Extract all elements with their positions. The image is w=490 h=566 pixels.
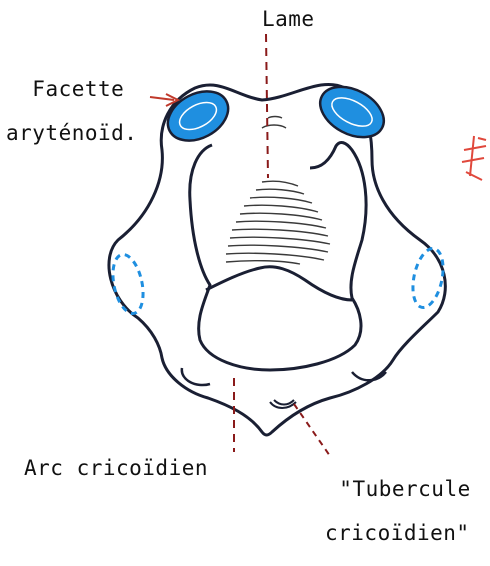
- left-lower-notch: [182, 368, 210, 385]
- label-tubercule-cricoidien: "Tubercule cricoïdien": [313, 456, 471, 566]
- left-thyroid-facet: [108, 252, 148, 317]
- label-facette-line2: aryténoïd.: [6, 122, 137, 144]
- red-handwritten-mark: [462, 136, 486, 180]
- cricoid-outer-outline: [109, 84, 445, 435]
- label-tubercule-line2: cricoïdien": [313, 522, 471, 544]
- right-arytenoid-facet: [312, 77, 393, 148]
- lumen-lower-arch: [206, 267, 352, 300]
- label-tubercule-line1: "Tubercule: [339, 477, 470, 501]
- lame-leader-line: [266, 34, 268, 178]
- left-arytenoid-facet: [159, 82, 236, 151]
- label-lame: Lame: [262, 8, 315, 30]
- label-arc-cricoidien: Arc cricoïdien: [24, 457, 208, 479]
- cricoid-inner-lumen: [190, 143, 366, 370]
- tubercule-hatch: [270, 400, 296, 408]
- label-facette-line1: Facette: [32, 77, 124, 101]
- label-facette-arytenoide: Facette aryténoïd.: [6, 56, 137, 166]
- lamina-hatching: [226, 117, 330, 265]
